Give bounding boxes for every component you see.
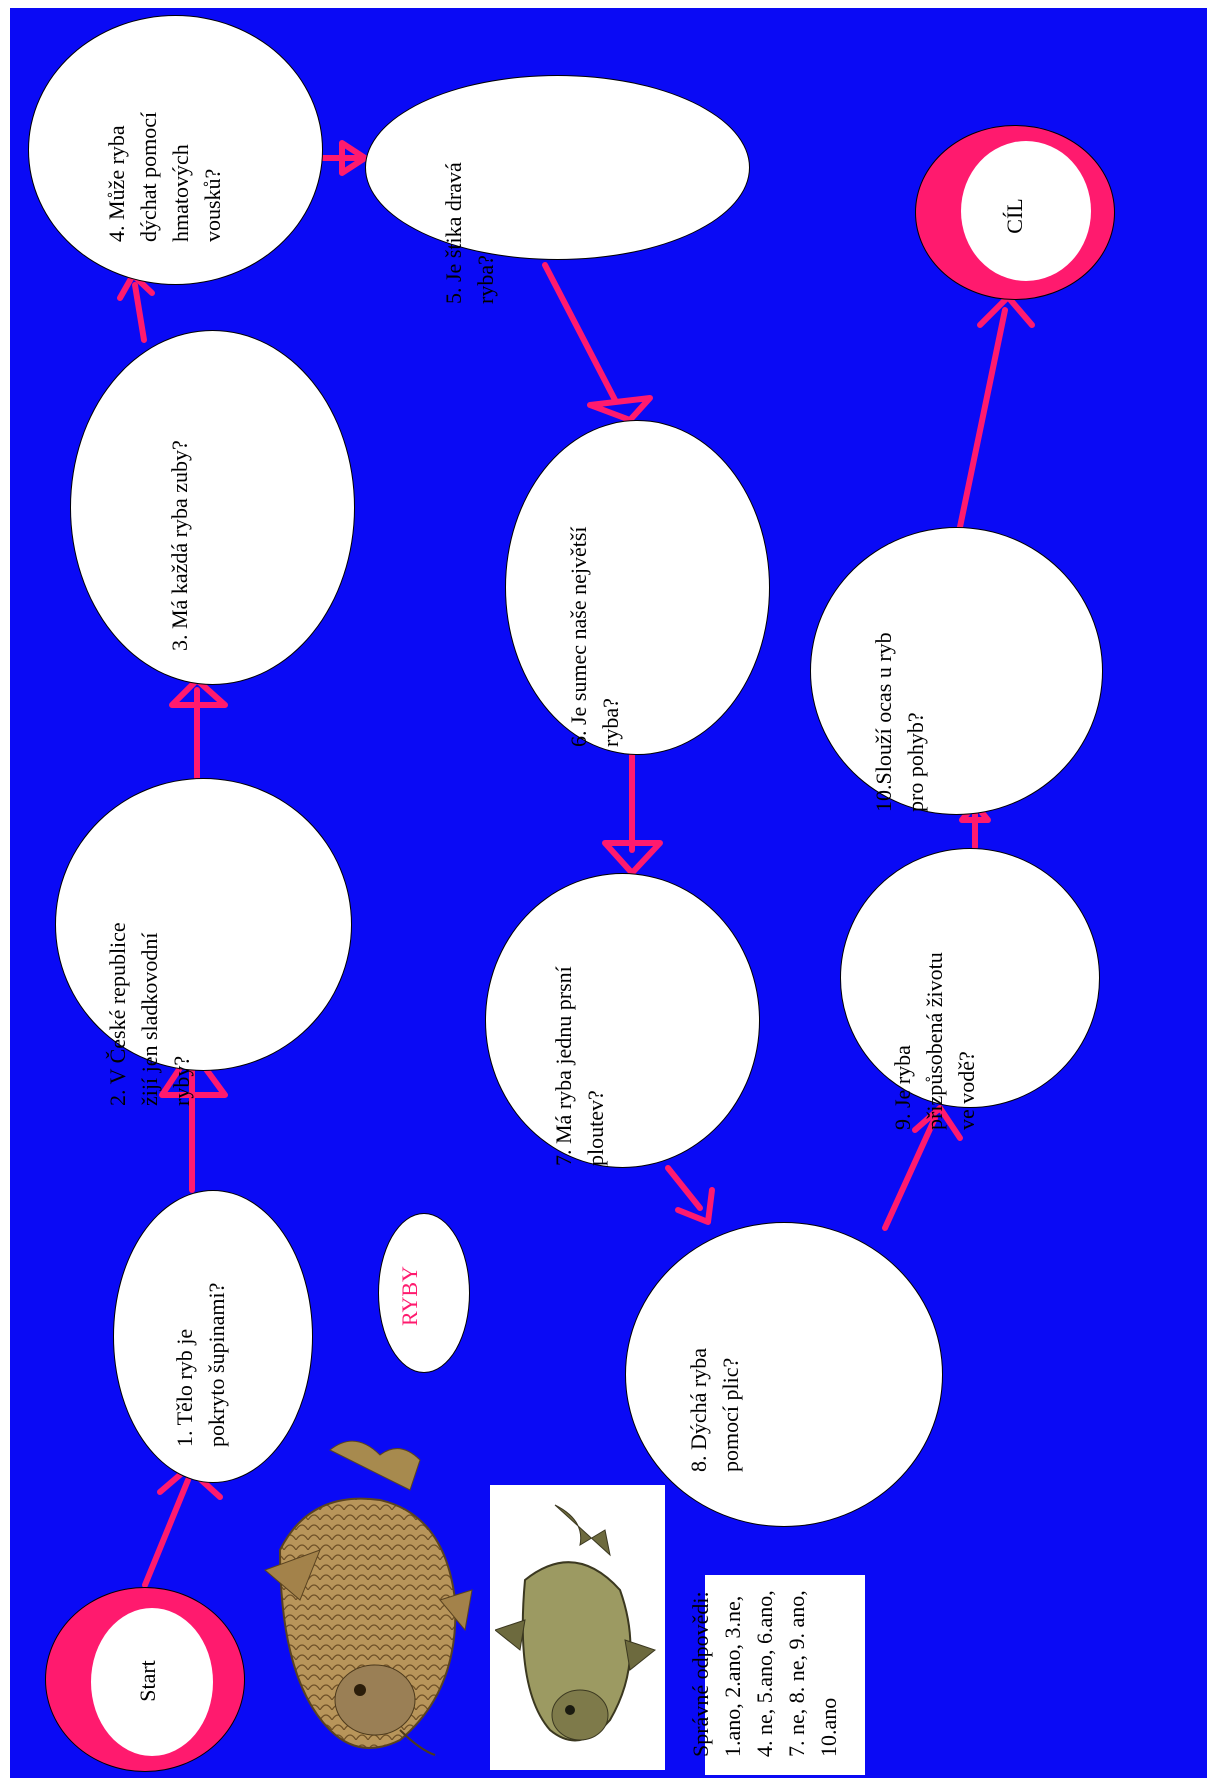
- question-6-text: 6. Je sumec naše největší ryba?: [563, 457, 627, 747]
- question-4-line-4: vousků?: [200, 168, 225, 242]
- question-2-line-3: ryby?: [169, 1055, 194, 1106]
- question-6-bubble[interactable]: [505, 420, 770, 755]
- answers-line-1: 1.ano, 2.ano, 3.ne,: [720, 1595, 745, 1757]
- question-10-text: 10.Slouží ocas u ryb pro pohyb?: [868, 542, 932, 812]
- question-2-text: 2. V České republice žijí jen sladkovodn…: [102, 806, 198, 1106]
- start-ring-inner: [91, 1608, 213, 1756]
- arrow-q8-to-q9: [882, 1115, 938, 1231]
- question-9-line-2: přizpůsobená životu: [922, 952, 947, 1130]
- question-9-line-1: 9. Je ryba: [890, 1045, 915, 1130]
- question-4-line-1: 4. Může ryba: [104, 125, 129, 242]
- arrowhead-q4-to-q5: [339, 140, 368, 176]
- answers-line-2: 4. ne, 5.ano, 6.ano,: [752, 1590, 777, 1757]
- arrow-q7-to-q8: [665, 1165, 703, 1211]
- question-7-bubble[interactable]: [485, 873, 760, 1168]
- answers-heading: Správné odpovědi:: [688, 1591, 713, 1757]
- question-4-line-2: dýchat pomocí: [136, 111, 161, 242]
- question-1-line-2: pokryto šupinami?: [204, 1282, 229, 1447]
- question-3-line-1: 3. Má každá ryba zuby?: [167, 440, 192, 651]
- answers-text: Správné odpovědi: 1.ano, 2.ano, 3.ne, 4.…: [685, 1557, 845, 1757]
- arrow-start-to-q1: [142, 1477, 191, 1588]
- start-label: Start: [135, 1660, 160, 1702]
- answers-line-4: 10.ano: [816, 1697, 841, 1757]
- arrowhead-q7-to-q8: [675, 1187, 715, 1225]
- question-10-line-1: 10.Slouží ocas u ryb: [871, 632, 896, 812]
- arrowhead-q2-to-q3: [169, 677, 228, 708]
- arrowhead-q1-to-q2: [159, 1047, 228, 1098]
- question-8-line-2: pomocí plic?: [718, 1357, 743, 1472]
- question-8-line-1: 8. Dýchá ryba: [686, 1347, 711, 1472]
- question-6-line-2: ryba?: [598, 698, 623, 747]
- arrowhead-q8-to-q9: [912, 1105, 963, 1141]
- question-10-line-2: pro pohyb?: [903, 712, 928, 812]
- title-ellipse: [378, 1213, 470, 1373]
- answers-box: [705, 1575, 865, 1775]
- question-4-line-3: hmatových: [168, 144, 193, 242]
- question-8-text: 8. Dýchá ryba pomocí plic?: [683, 1272, 747, 1472]
- question-4-text: 4. Může ryba dýchat pomocí hmatových vou…: [101, 82, 229, 242]
- question-2-line-1: 2. V České republice: [105, 922, 130, 1106]
- question-9-line-3: ve vodě?: [954, 1051, 979, 1130]
- arrowhead-q5-to-q6: [587, 395, 653, 423]
- answers-line-3: 7. ne, 8. ne, 9. ano,: [784, 1590, 809, 1757]
- goal-ring-inner: [961, 141, 1091, 281]
- arrow-q10-to-goal: [957, 307, 1008, 530]
- question-7-text: 7. Má ryba jednu prsní ploutev?: [548, 886, 612, 1166]
- question-2-bubble[interactable]: [55, 778, 352, 1071]
- question-3-bubble[interactable]: [70, 330, 355, 685]
- question-1-bubble[interactable]: [113, 1190, 313, 1483]
- question-5-bubble[interactable]: [365, 75, 750, 260]
- arrow-q3-to-q4: [132, 282, 147, 343]
- question-10-bubble[interactable]: [810, 527, 1103, 815]
- question-6-line-1: 6. Je sumec naše největší: [566, 526, 591, 747]
- arrowhead-q6-to-q7: [602, 840, 663, 876]
- title-label: RYBY: [397, 1266, 422, 1326]
- question-1-line-1: 1. Tělo ryb je: [172, 1328, 197, 1447]
- question-8-bubble[interactable]: [625, 1222, 943, 1527]
- question-7-line-1: 7. Má ryba jednu prsní: [551, 966, 576, 1166]
- question-2-line-2: žijí jen sladkovodní: [137, 932, 162, 1106]
- arrow-q5-to-q6: [542, 262, 618, 403]
- question-7-line-2: ploutev?: [583, 1090, 608, 1166]
- question-9-text: 9. Je ryba přizpůsobená životu ve vodě?: [887, 890, 983, 1130]
- start-ring[interactable]: [45, 1587, 245, 1772]
- goal-ring[interactable]: [915, 125, 1115, 300]
- goal-label: CÍL: [1002, 198, 1027, 234]
- question-5-line-2: ryba?: [473, 255, 498, 304]
- question-1-text: 1. Tělo ryb je pokryto šupinami?: [169, 1197, 233, 1447]
- question-9-bubble[interactable]: [840, 848, 1100, 1108]
- question-3-text: 3. Má každá ryba zuby?: [164, 361, 196, 651]
- question-5-text: 5. Je štika dravá ryba?: [438, 104, 502, 304]
- question-4-bubble[interactable]: [28, 15, 323, 285]
- question-5-line-1: 5. Je štika dravá: [441, 162, 466, 304]
- bream-photo-icon: [495, 1504, 657, 1742]
- carp-photo-icon: [264, 1440, 473, 1756]
